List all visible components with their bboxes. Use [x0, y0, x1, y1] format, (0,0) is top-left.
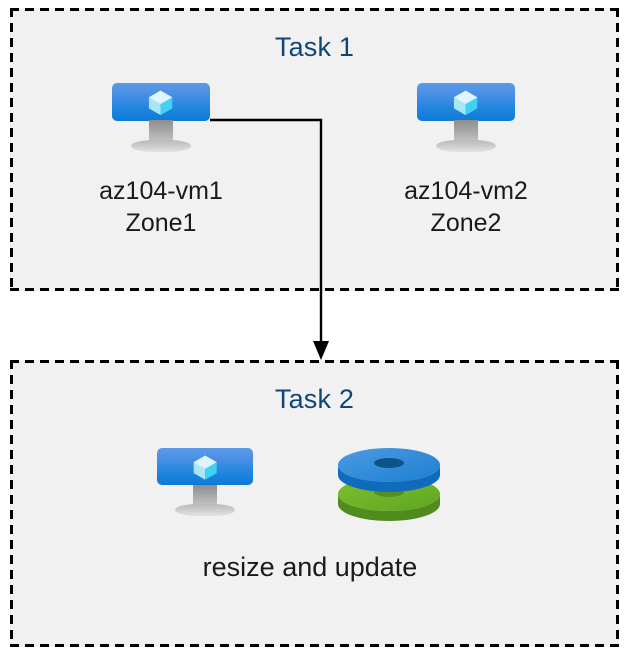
task1-border-right [616, 8, 619, 291]
vm3-stand-neck [193, 484, 217, 505]
vm1-zone: Zone1 [125, 209, 197, 237]
virtual-machine-icon-vm1[interactable] [112, 83, 210, 156]
task2-container: Task 2 [10, 360, 619, 647]
task2-border-left [10, 360, 13, 647]
vm1-label: az104-vm1 Zone1 [40, 175, 282, 239]
virtual-machine-icon-vm2[interactable] [417, 83, 515, 156]
vm1-name: az104-vm1 [99, 177, 223, 205]
vm1-stand-neck [149, 120, 173, 141]
vm3-cube-icon [193, 455, 217, 480]
vm2-cube-icon [454, 90, 478, 115]
task2-border-right [616, 360, 619, 647]
task2-border-bottom [10, 644, 619, 647]
task1-border-top [10, 8, 619, 11]
managed-disks-glyph [338, 448, 440, 521]
vm1-cube-icon [149, 90, 173, 115]
vm3-stand-base [175, 504, 235, 516]
virtual-machine-icon-task2[interactable] [157, 448, 253, 520]
vm2-stand-base [435, 139, 497, 152]
task1-container: Task 1 [10, 8, 619, 291]
managed-disks-icon[interactable] [336, 444, 442, 522]
vm2-zone: Zone2 [430, 209, 502, 237]
task1-border-bottom [10, 288, 619, 291]
vm2-stand-neck [454, 120, 478, 141]
vm2-label: az104-vm2 Zone2 [345, 175, 587, 239]
task2-caption: resize and update [202, 552, 418, 582]
task2-title: Task 2 [274, 384, 355, 414]
vm1-stand-base [130, 139, 192, 152]
vm2-name: az104-vm2 [404, 177, 528, 205]
task1-border-left [10, 8, 13, 291]
task2-border-top [10, 360, 619, 363]
task1-title: Task 1 [274, 32, 355, 62]
